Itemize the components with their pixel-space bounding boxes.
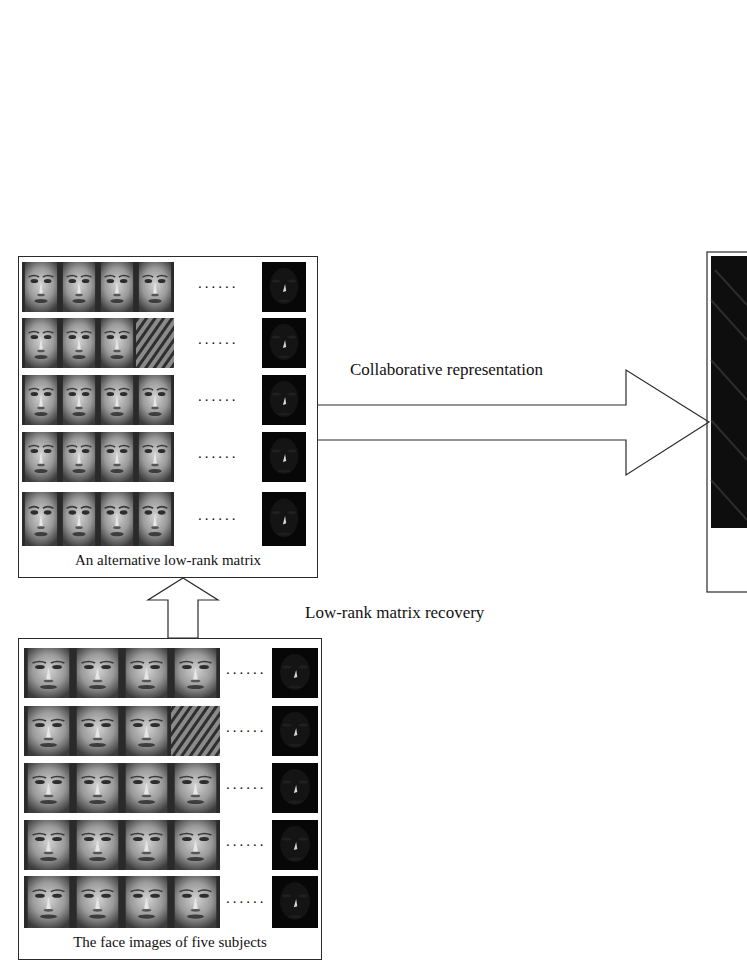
ellipsis-mark: ...... — [226, 719, 267, 736]
hollow-arrow — [148, 578, 218, 638]
face-grid — [22, 262, 306, 546]
arrow-label: Collaborative representation — [350, 360, 543, 380]
coefficient-panel — [707, 252, 747, 592]
ellipsis-mark: ...... — [198, 388, 239, 405]
ellipsis-mark: ...... — [226, 833, 267, 850]
box-caption: An alternative low-rank matrix — [19, 552, 317, 569]
ellipsis-mark: ...... — [226, 890, 267, 907]
ellipsis-mark: ...... — [198, 275, 239, 292]
box-caption: The face images of five subjects — [19, 934, 321, 951]
ellipsis-mark: ...... — [198, 331, 239, 348]
ellipsis-mark: ...... — [198, 507, 239, 524]
ellipsis-mark: ...... — [226, 661, 267, 678]
arrow-label: Low-rank matrix recovery — [303, 603, 486, 623]
hollow-arrow — [318, 370, 709, 475]
ellipsis-mark: ...... — [226, 776, 267, 793]
matrix-box: An alternative low-rank matrix — [18, 256, 318, 578]
face-grid — [24, 648, 318, 928]
ellipsis-mark: ...... — [198, 445, 239, 462]
matrix-box: The face images of five subjects — [18, 638, 322, 960]
